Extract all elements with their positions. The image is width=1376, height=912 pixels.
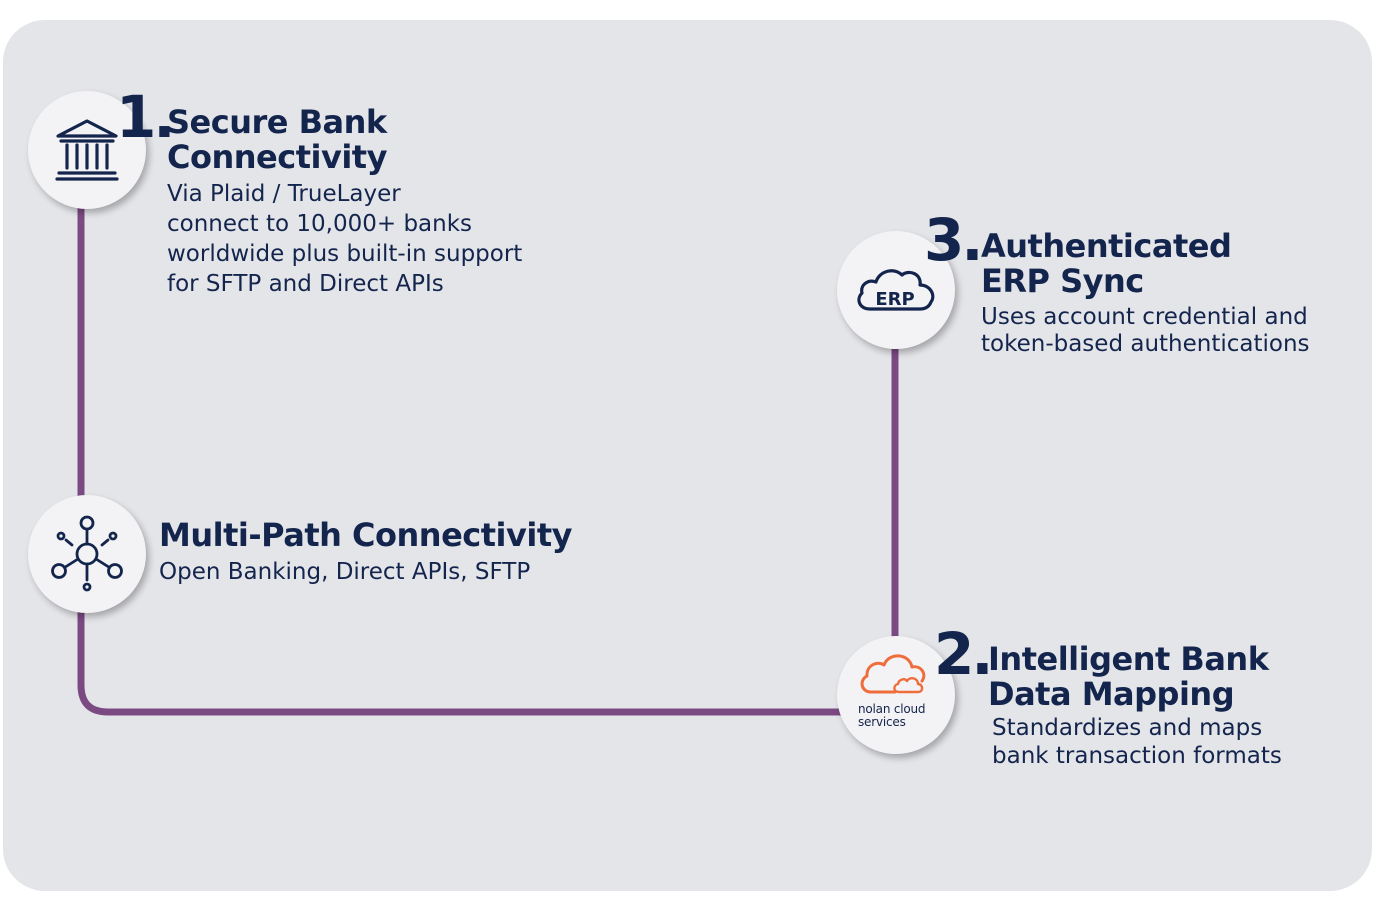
step-description: Uses account credential and token-based … bbox=[981, 304, 1310, 358]
title-line: ERP Sync bbox=[981, 262, 1144, 300]
network-node bbox=[28, 495, 146, 613]
title-line: Authenticated bbox=[981, 227, 1232, 265]
description-line: bank transaction formats bbox=[992, 743, 1282, 769]
title-line: Data Mapping bbox=[988, 675, 1235, 713]
nolan-cloud-logo-text: nolan cloud services bbox=[858, 702, 926, 729]
description-line: token-based authentications bbox=[981, 331, 1310, 357]
diagram-panel bbox=[3, 20, 1372, 891]
bank-icon bbox=[55, 119, 119, 181]
step-description: Standardizes and maps bank transaction f… bbox=[992, 714, 1282, 770]
step-title-intelligent-bank-data-mapping: Intelligent Bank Data Mapping bbox=[988, 640, 1269, 713]
description-line: Uses account credential and bbox=[981, 304, 1308, 330]
logo-text-line: services bbox=[858, 715, 906, 729]
logo-text-line: nolan cloud bbox=[858, 702, 926, 716]
description-line: Via Plaid / TrueLayer bbox=[167, 181, 401, 207]
description-line: worldwide plus built-in support bbox=[167, 241, 523, 267]
nolan-cloud-logo bbox=[860, 654, 926, 694]
erp-cloud-icon: ERP bbox=[857, 269, 935, 311]
step-number: 1. bbox=[116, 83, 175, 151]
nolan-cloud-node bbox=[837, 636, 955, 754]
step-description: Open Banking, Direct APIs, SFTP bbox=[159, 557, 530, 587]
step-number: 2. bbox=[934, 620, 993, 688]
step-title-secure-bank-connectivity: Secure Bank Connectivity bbox=[167, 105, 387, 175]
description-line: connect to 10,000+ banks bbox=[167, 211, 473, 237]
description-line: for SFTP and Direct APIs bbox=[167, 271, 444, 297]
description-line: Standardizes and maps bbox=[992, 715, 1263, 741]
step-title-multi-path-connectivity: Multi-Path Connectivity bbox=[159, 516, 573, 554]
step-title-authenticated-erp-sync: Authenticated ERP Sync bbox=[981, 227, 1232, 300]
step-description: Via Plaid / TrueLayer connect to 10,000+… bbox=[167, 179, 522, 299]
title-line: Connectivity bbox=[167, 138, 387, 176]
title-line: Intelligent Bank bbox=[988, 640, 1269, 678]
title-line: Multi-Path Connectivity bbox=[159, 516, 573, 554]
step-number: 3. bbox=[924, 206, 983, 274]
title-line: Secure Bank bbox=[167, 103, 387, 141]
erp-icon-label: ERP bbox=[875, 289, 914, 310]
bank-node bbox=[28, 91, 146, 209]
description-line: Open Banking, Direct APIs, SFTP bbox=[159, 559, 531, 585]
network-hub-icon bbox=[51, 515, 123, 592]
erp-node: ERP bbox=[837, 231, 955, 349]
